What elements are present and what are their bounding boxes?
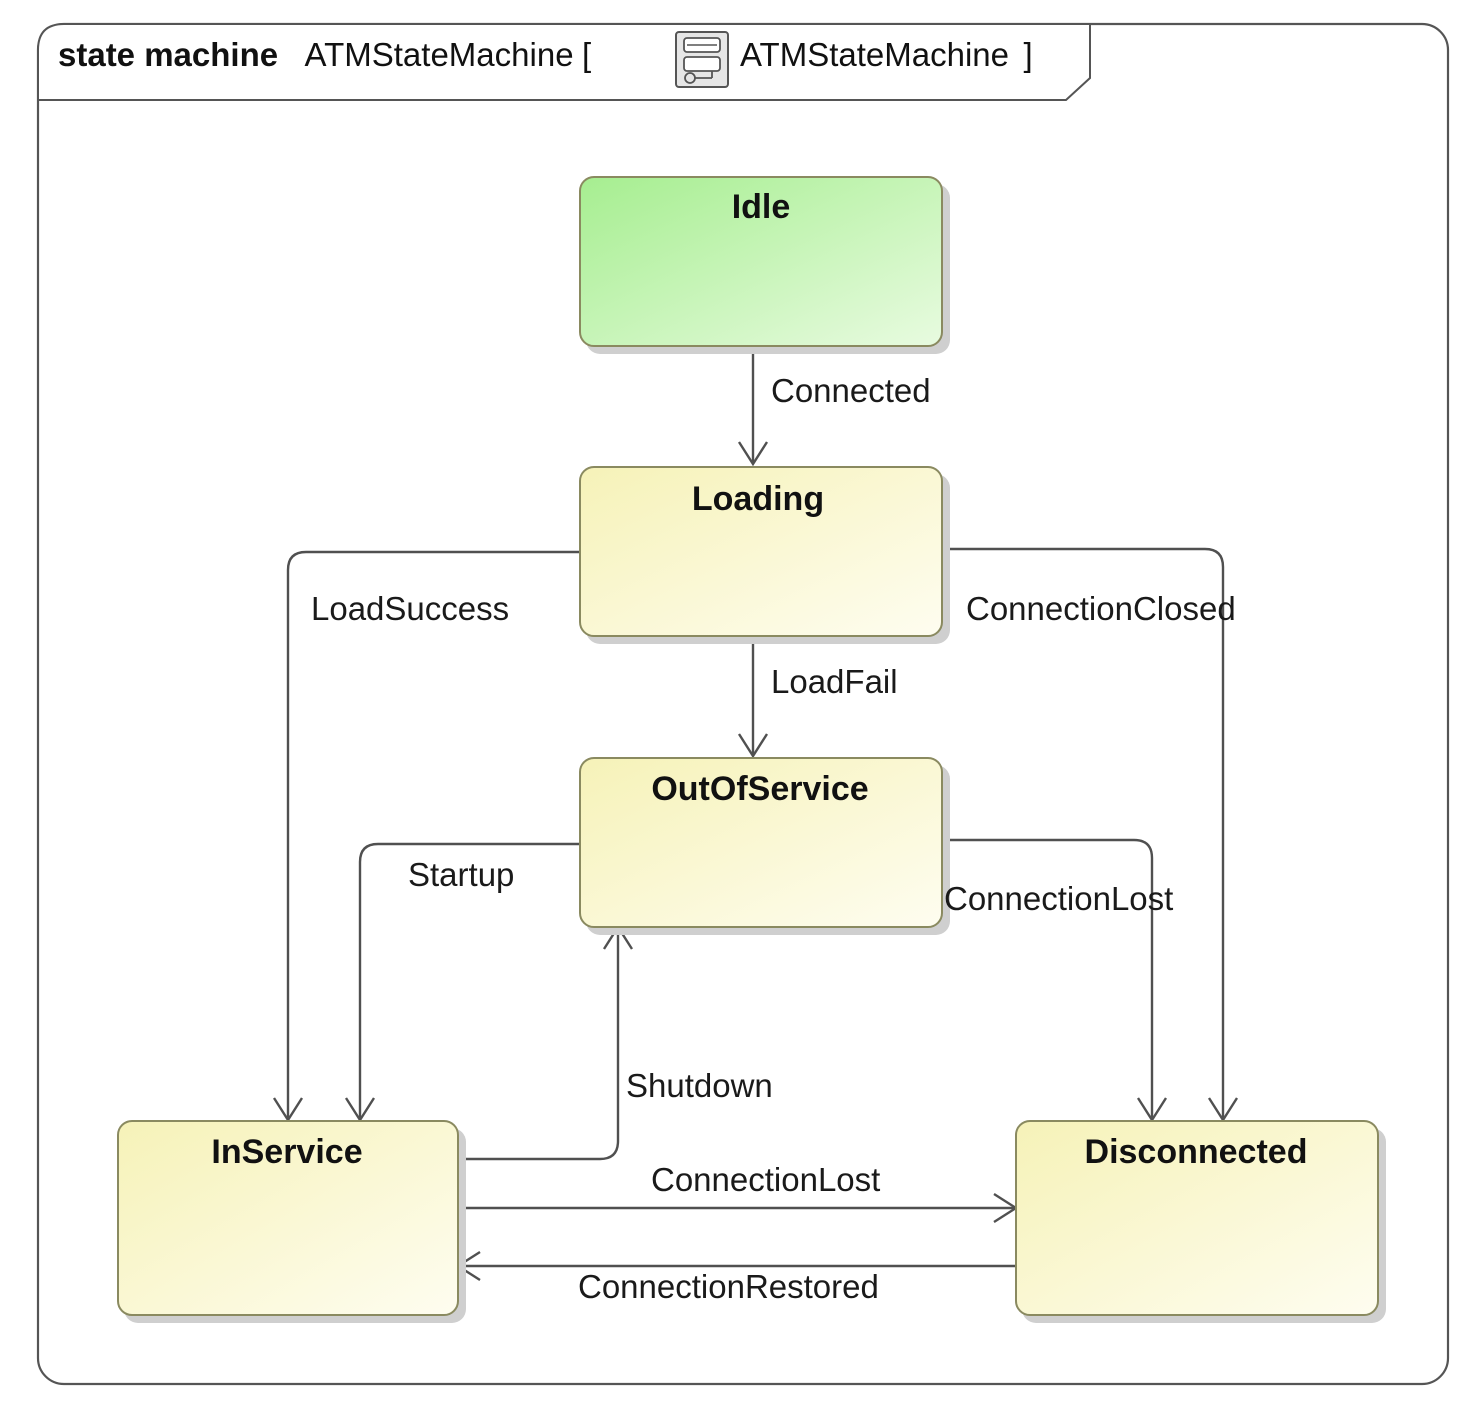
state-inservice[interactable]: InService [117, 1120, 466, 1323]
header-ref-name: ATMStateMachine [740, 36, 1009, 73]
transition-label-shutdown: Shutdown [626, 1067, 773, 1104]
transition-label-connectionlost-ins: ConnectionLost [651, 1161, 880, 1198]
state-disconnected[interactable]: Disconnected [1015, 1120, 1386, 1323]
state-label: InService [211, 1133, 362, 1171]
header-name: ATMStateMachine [305, 36, 574, 73]
state-label: Disconnected [1085, 1133, 1308, 1171]
frame-header [37, 23, 1091, 101]
frame-header-text: state machine ATMStateMachine [ [58, 36, 591, 73]
transition-label-connectionrestored: ConnectionRestored [578, 1268, 879, 1305]
state-label: OutOfService [651, 770, 868, 808]
transition-label-connected: Connected [771, 372, 931, 409]
header-close-bracket: ] [1023, 36, 1032, 73]
state-label: Loading [692, 480, 824, 518]
state-loading[interactable]: Loading [579, 466, 950, 644]
header-open-bracket: [ [582, 36, 591, 73]
transition-label-loadsuccess: LoadSuccess [311, 590, 509, 627]
state-machine-icon [675, 31, 729, 88]
transition-label-startup: Startup [408, 856, 514, 893]
header-keyword: state machine [58, 36, 278, 73]
transition-label-loadfail: LoadFail [771, 663, 898, 700]
state-label: Idle [732, 188, 791, 226]
transition-loadfail[interactable] [737, 636, 769, 759]
state-outofservice[interactable]: OutOfService [579, 757, 950, 935]
transition-label-connectionlost-oos: ConnectionLost [944, 880, 1173, 917]
transition-connected[interactable] [737, 346, 769, 467]
frame-header-ref: ATMStateMachine ] [740, 36, 1033, 73]
state-idle[interactable]: Idle [579, 176, 950, 354]
transition-label-connectionclosed: ConnectionClosed [966, 590, 1236, 627]
